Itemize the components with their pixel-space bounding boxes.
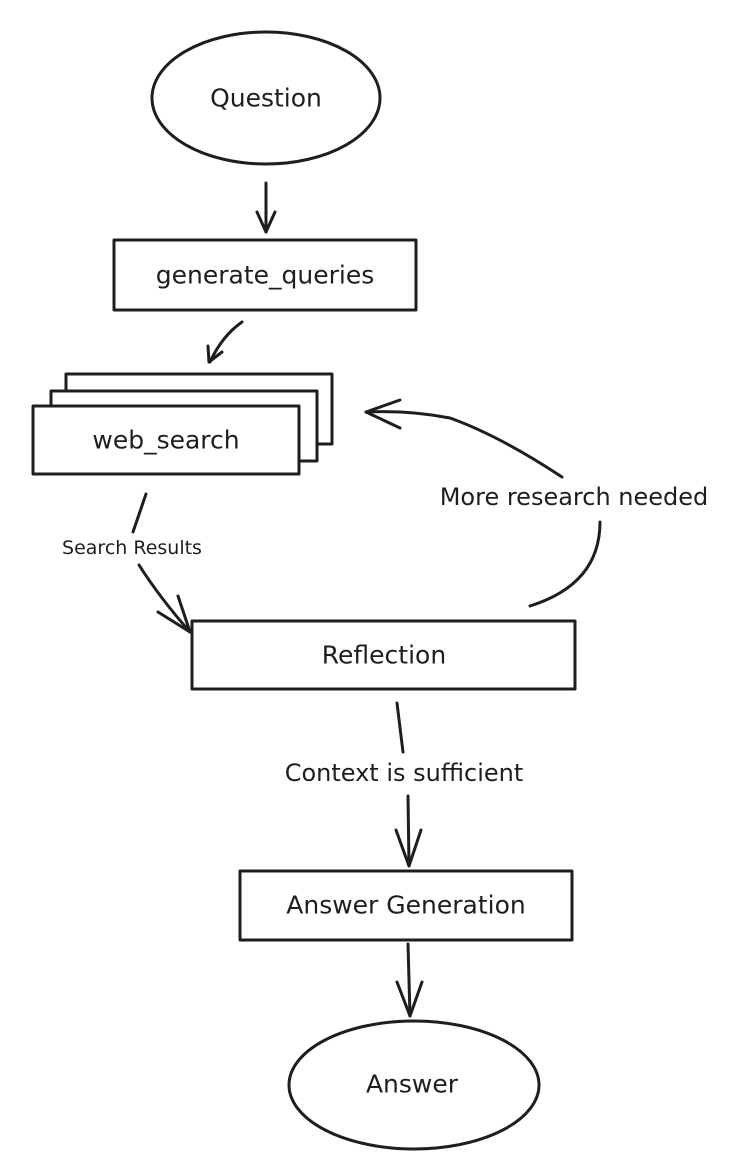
- web-search-box: [31, 404, 301, 476]
- arrowhead-icon: [255, 210, 277, 234]
- search-results-label: Search Results: [62, 537, 202, 559]
- context-sufficient-label: Context is sufficient: [285, 759, 524, 787]
- arrowhead-icon: [394, 828, 423, 868]
- arrowhead-icon: [364, 398, 402, 430]
- edge-answer-generation-to-answer: [395, 942, 424, 1018]
- edge-line: [406, 942, 412, 1018]
- edge-generate-queries-to-web-search: [206, 320, 244, 364]
- edge-line-lower: [137, 563, 192, 634]
- edge-reflection-to-answer-generation: Context is sufficient: [285, 701, 524, 868]
- arrowhead-icon: [206, 344, 224, 364]
- generate-queries-label: generate_queries: [156, 261, 374, 290]
- reflection-box: [190, 619, 577, 691]
- edge-line-upper: [395, 701, 405, 754]
- node-web-search[interactable]: web_search: [31, 372, 334, 476]
- question-label: Question: [210, 84, 322, 113]
- edge-line-lower: [406, 794, 411, 868]
- generate-queries-box: [112, 238, 418, 312]
- edge-reflection-to-web-search: More research needed: [364, 398, 709, 608]
- question-ellipse: [150, 30, 382, 166]
- edge-question-to-generate-queries: [255, 181, 277, 234]
- arrowhead-icon: [395, 980, 424, 1018]
- answer-ellipse: [287, 1019, 541, 1151]
- edge-web-search-to-reflection: Search Results: [62, 492, 202, 634]
- answer-generation-box: [238, 869, 574, 942]
- edge-line-lower: [528, 520, 602, 608]
- answer-label: Answer: [366, 1070, 459, 1099]
- node-answer-generation[interactable]: Answer Generation: [238, 869, 574, 942]
- node-reflection[interactable]: Reflection: [190, 619, 577, 691]
- edge-line-upper: [364, 410, 564, 479]
- node-question[interactable]: Question: [150, 30, 382, 166]
- arrowhead-icon: [156, 594, 192, 634]
- more-research-label: More research needed: [440, 483, 709, 511]
- node-generate-queries[interactable]: generate_queries: [112, 238, 418, 312]
- web-search-label: web_search: [92, 426, 239, 455]
- answer-generation-label: Answer Generation: [286, 891, 526, 920]
- reflection-label: Reflection: [322, 641, 446, 670]
- node-answer[interactable]: Answer: [287, 1019, 541, 1151]
- edge-line-upper: [131, 492, 148, 534]
